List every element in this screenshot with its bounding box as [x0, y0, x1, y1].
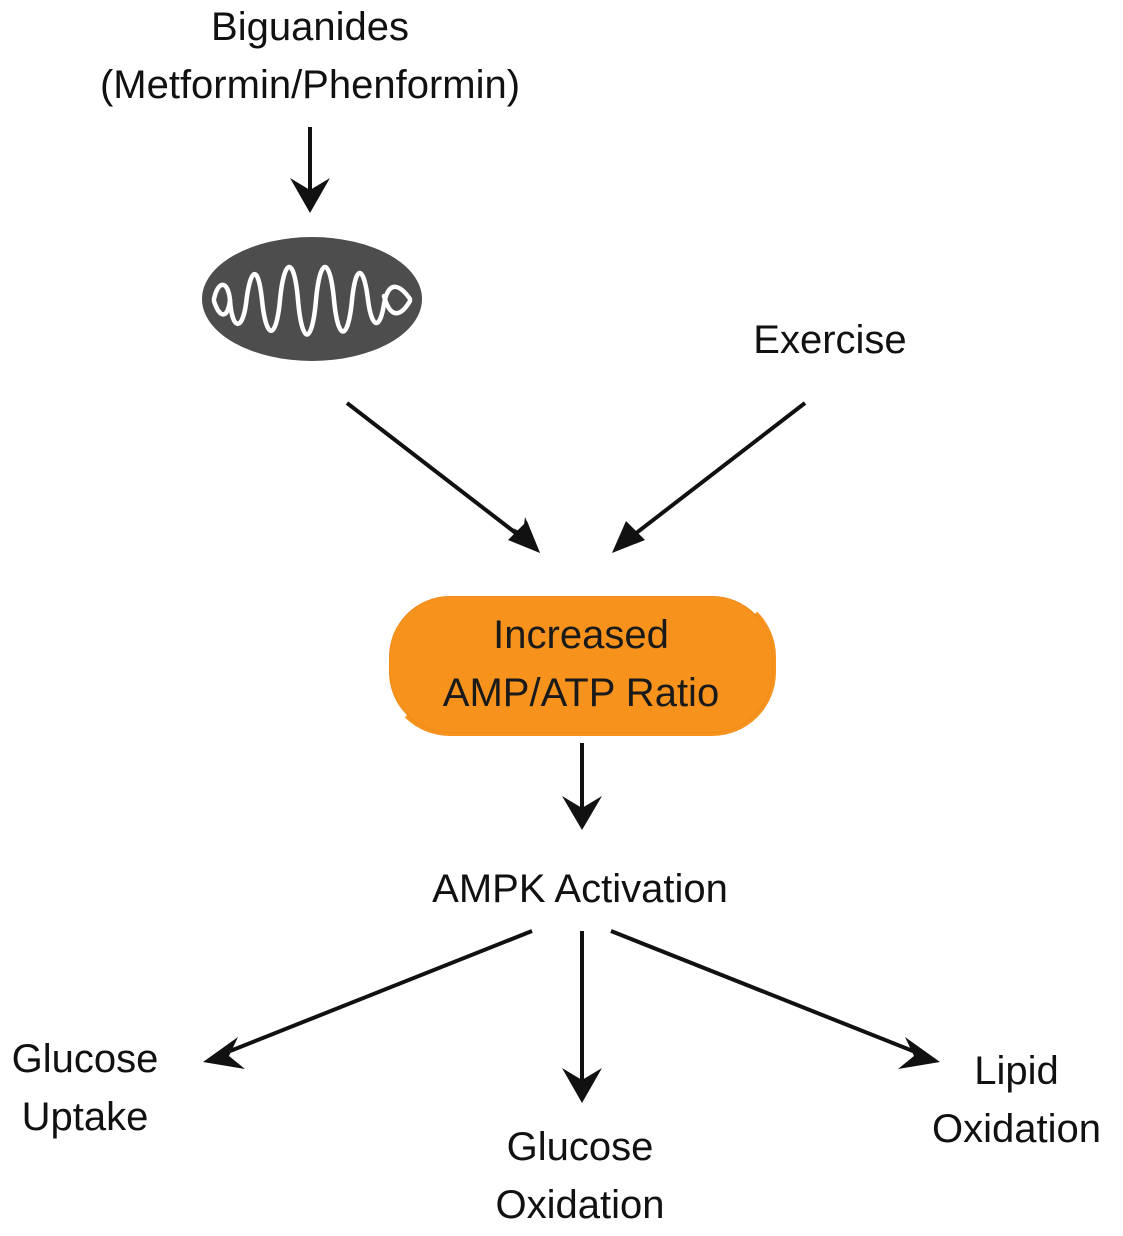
- exercise-label: Exercise: [700, 311, 960, 369]
- exercise-text: Exercise: [753, 318, 907, 362]
- glucose-oxidation-line-1: Glucose: [506, 1125, 654, 1169]
- glucose-uptake-line-1: Glucose: [11, 1037, 159, 1081]
- glucose-uptake-label: Glucose Uptake: [0, 1030, 170, 1146]
- amp-line-2: AMP/ATP Ratio: [442, 671, 720, 715]
- glucose-oxidation-label: Glucose Oxidation: [460, 1118, 700, 1234]
- arrow-mitochondrion-to-amp: [345, 401, 540, 553]
- amp-line-1: Increased: [493, 613, 669, 657]
- lipid-oxidation-line-2: Oxidation: [932, 1107, 1101, 1151]
- lipid-oxidation-line-1: Lipid: [974, 1049, 1059, 1093]
- biguanides-label: Biguanides (Metformin/Phenformin): [30, 0, 590, 114]
- glucose-oxidation-line-2: Oxidation: [495, 1183, 665, 1227]
- arrow-exercise-to-amp: [612, 401, 807, 553]
- amp-atp-ratio-label: Increased AMP/ATP Ratio: [389, 606, 773, 722]
- arrow-biguanides-to-mitochondrion: [290, 127, 330, 213]
- lipid-oxidation-label: Lipid Oxidation: [910, 1042, 1123, 1158]
- amp-atp-ratio-node: Increased AMP/ATP Ratio: [386, 593, 776, 736]
- biguanides-title: Biguanides: [211, 5, 409, 49]
- arrow-amp-to-ampk: [562, 743, 602, 830]
- ampk-text: AMPK Activation: [432, 867, 728, 911]
- arrow-ampk-to-glucose-uptake: [203, 929, 533, 1069]
- glucose-uptake-line-2: Uptake: [21, 1095, 149, 1139]
- biguanides-examples: (Metformin/Phenformin): [99, 63, 521, 107]
- arrow-ampk-to-lipid-oxidation: [610, 929, 940, 1069]
- mitochondrion-icon: [202, 237, 422, 361]
- ampk-activation-label: AMPK Activation: [380, 860, 780, 918]
- arrow-ampk-to-glucose-oxidation: [562, 931, 602, 1103]
